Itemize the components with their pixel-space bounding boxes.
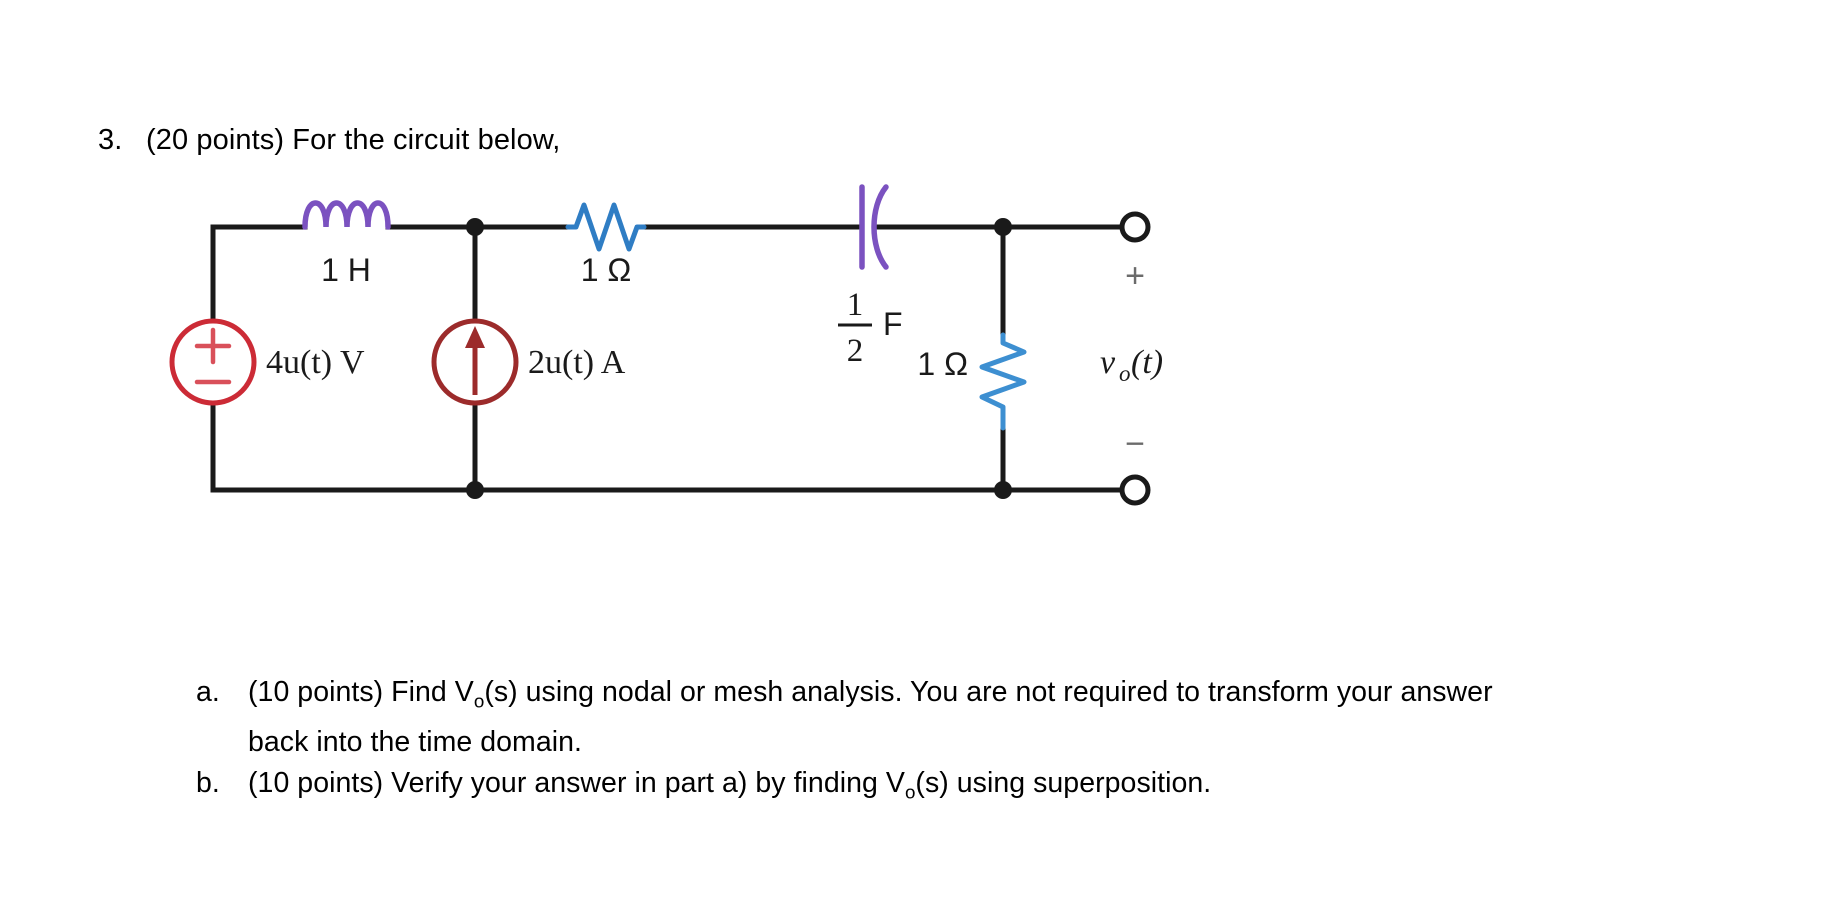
- output-minus-sign: −: [1125, 425, 1145, 463]
- subquestion-b-text-post: (s) using superposition.: [915, 766, 1212, 799]
- load-resistor-symbol: [979, 332, 1027, 431]
- circuit-wires: [210, 224, 1128, 493]
- output-terminal-positive: [1119, 211, 1151, 243]
- junction-dot-nodeA-bottom: [466, 481, 484, 499]
- current-source-symbol: [431, 318, 519, 406]
- subquestion-a-line2: answer back into the time domain.: [248, 676, 1493, 758]
- subquestion-a-label: a.: [196, 676, 220, 708]
- subquestion-a-subscript: o: [473, 690, 485, 712]
- capacitor-label: 1 2 F: [838, 287, 903, 369]
- circuit-diagram: 1 H 1 Ω 4u(t) V 2u(t) A 1 2 F 1 Ω + −: [150, 175, 1250, 555]
- output-voltage-subscript: o: [1119, 361, 1131, 386]
- subquestion-a-body: (10 points) Find Vo(s) using nodal or me…: [248, 672, 1526, 763]
- junction-dot-nodeB-bottom: [994, 481, 1012, 499]
- inductor-label: 1 H: [321, 252, 371, 288]
- capacitor-symbol: [859, 184, 889, 270]
- subquestion-b-subscript: o: [904, 781, 916, 803]
- subquestion-b-body: (10 points) Verify your answer in part a…: [248, 763, 1526, 813]
- subquestion-b: b. (10 points) Verify your answer in par…: [196, 763, 1526, 813]
- problem-statement: (20 points) For the circuit below,: [146, 124, 561, 156]
- current-source-label: 2u(t) A: [528, 344, 626, 381]
- problem-number: 3.: [98, 124, 123, 156]
- subquestion-b-text-pre: (10 points) Verify your answer in part a…: [248, 766, 905, 799]
- subquestion-a-text-pre: (10 points) Find V: [248, 676, 474, 708]
- output-voltage-arg: (t): [1131, 344, 1163, 381]
- output-terminal-negative: [1119, 474, 1151, 506]
- series-resistor-label: 1 Ω: [581, 252, 632, 288]
- problem-heading: 3. (20 points) For the circuit below,: [98, 124, 560, 157]
- series-resistor-symbol: [565, 202, 647, 252]
- voltage-source-label: 4u(t) V: [266, 344, 365, 381]
- subquestion-b-label: b.: [196, 766, 220, 799]
- junction-dot-nodeB-top: [994, 218, 1012, 236]
- junction-dots: [466, 218, 1012, 499]
- capacitor-numerator: 1: [847, 287, 864, 323]
- voltage-source-symbol: [169, 318, 257, 406]
- load-resistor-label: 1 Ω: [917, 346, 968, 382]
- subquestion-list: a. (10 points) Find Vo(s) using nodal or…: [196, 672, 1526, 812]
- output-plus-sign: +: [1125, 257, 1145, 295]
- output-terminals: [1119, 211, 1151, 506]
- subquestion-a-text-post: (s) using nodal or mesh analysis. You ar…: [484, 676, 1393, 708]
- capacitor-denominator: 2: [847, 333, 864, 369]
- inductor-symbol: [302, 200, 391, 230]
- output-voltage-label: v o (t): [1100, 344, 1163, 386]
- output-voltage-v: v: [1100, 344, 1116, 381]
- junction-dot-nodeA-top: [466, 218, 484, 236]
- capacitor-unit: F: [883, 306, 903, 342]
- subquestion-a: a. (10 points) Find Vo(s) using nodal or…: [196, 672, 1526, 763]
